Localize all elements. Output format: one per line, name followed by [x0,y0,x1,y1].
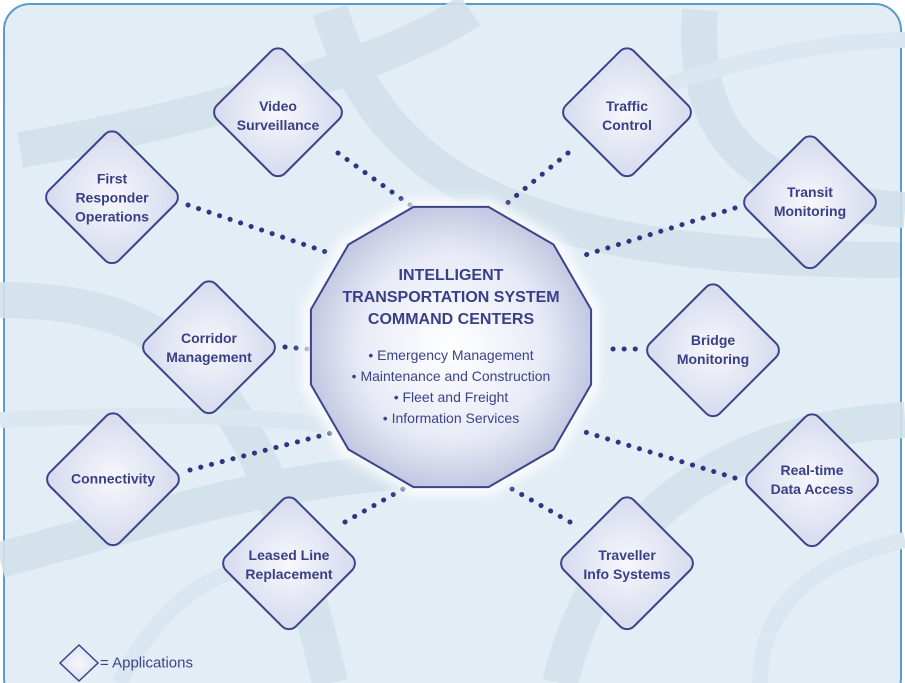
node-label-first-responder-operations: First Responder Operations [75,170,149,225]
legend-diamond-icon [58,643,100,683]
diamond-leased-line-replacement [222,496,356,631]
node-label-corridor-management: Corridor Management [166,330,252,365]
node-label-transit-monitoring: Transit Monitoring [773,184,847,219]
connector-real-time-data-access [582,429,738,481]
diamond-video-surveillance [213,47,343,178]
diamond-traveller-info-systems [560,496,694,631]
diamond-connectivity [46,412,180,547]
hub-function-item: • Information Services [382,410,520,426]
diamond-transit-monitoring [743,135,877,270]
diamond-corridor-management [142,280,276,415]
legend-label: = Applications [100,654,193,672]
diamond-bridge-monitoring [646,283,780,418]
hub-shape [309,205,593,489]
application-diamonds [45,47,879,631]
hub-function-item: • Fleet and Freight [393,389,509,405]
hub-title: INTELLIGENT TRANSPORTATION SYSTEM COMMAN… [342,267,560,328]
connectors [185,150,738,525]
node-label-leased-line-replacement: Leased Line Replacement [245,547,333,582]
node-label-traffic-control: Traffic Control [602,98,652,133]
connector-transit-monitoring [582,205,738,258]
hub-function-item: • Emergency Management [368,347,534,363]
connector-corridor-management [282,344,311,352]
hub-function-item: • Maintenance and Construction [351,368,551,384]
node-label-traveller-info-systems: Traveller Info Systems [583,547,671,582]
connector-traveller-info-systems [502,482,573,525]
node-label-bridge-monitoring: Bridge Monitoring [676,332,750,367]
diamond-first-responder-operations [45,130,179,265]
diamond-traffic-control [562,47,692,178]
node-label-connectivity: Connectivity [70,470,155,487]
node-label-real-time-data-access: Real-time Data Access [770,462,854,497]
connector-video-surveillance [335,150,413,208]
hub-function-list: • Emergency Management • Maintenance and… [311,345,591,429]
node-label-video-surveillance: Video Surveillance [236,98,320,133]
connector-traffic-control [502,150,571,208]
connector-first-responder-operations [185,202,338,258]
diamond-real-time-data-access [745,413,879,548]
connector-leased-line-replacement [342,482,413,525]
